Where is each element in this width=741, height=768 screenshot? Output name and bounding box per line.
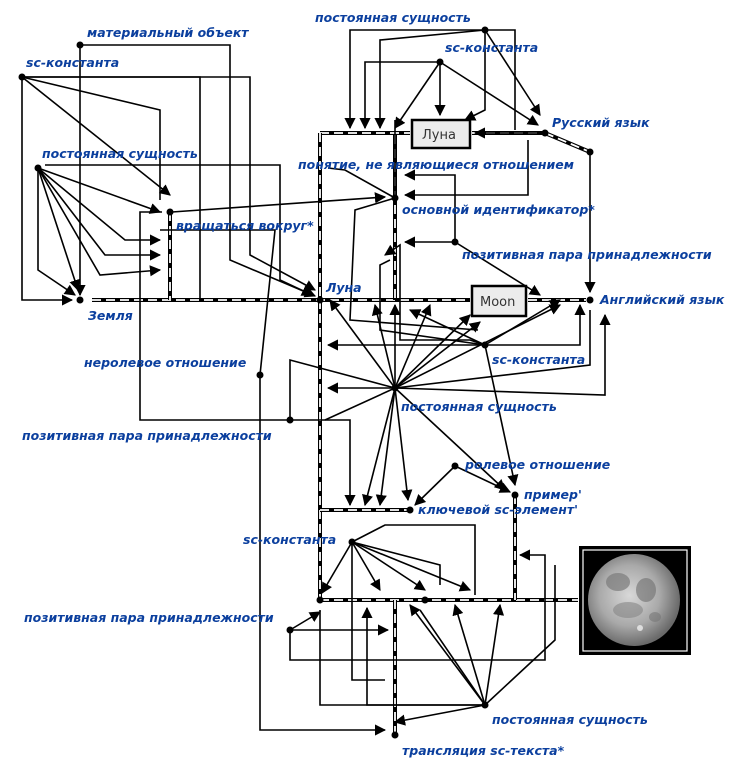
label-main-identifier: основной идентификатор* xyxy=(402,202,595,217)
label-sc-constant-bottom: sc-константа xyxy=(243,532,336,547)
label-key-sc-element: ключевой sc-элемент' xyxy=(418,502,578,517)
label-nonrole-relation: неролевое отношение xyxy=(84,355,246,370)
moon-box: Moon xyxy=(472,286,526,316)
label-const-entity-left: постоянная сущность xyxy=(42,146,198,161)
label-const-entity-mid: постоянная сущность xyxy=(401,399,557,414)
luna-box-text: Луна xyxy=(422,128,456,143)
moon-box-text: Moon xyxy=(480,295,515,310)
label-const-entity-bottom: постоянная сущность xyxy=(492,712,648,727)
label-earth: Земля xyxy=(88,308,133,323)
luna-box: Луна xyxy=(412,120,470,148)
label-sc-constant-mid: sc-константа xyxy=(492,352,585,367)
label-positive-pair-bottom: позитивная пара принадлежности xyxy=(24,610,274,625)
label-russian-language: Русский язык xyxy=(552,115,650,130)
label-material-object: материальный объект xyxy=(87,25,249,40)
full-moon-image-icon xyxy=(580,547,690,654)
label-moon-node: Луна xyxy=(325,280,362,295)
label-translation: трансляция sc-текста* xyxy=(402,743,565,758)
label-role-relation: ролевое отношение xyxy=(464,457,610,472)
label-rotate-around: вращаться вокруг* xyxy=(176,218,314,233)
label-concept-not-relation: понятие, не являющиеся отношением xyxy=(298,157,574,172)
label-const-entity-top: постоянная сущность xyxy=(315,10,471,25)
label-sc-constant-top: sc-константа xyxy=(445,40,538,55)
label-english-language: Английский язык xyxy=(599,292,725,307)
label-sc-constant-top-left: sc-константа xyxy=(26,55,119,70)
label-positive-pair-right: позитивная пара принадлежности xyxy=(462,247,712,262)
label-positive-pair-left: позитивная пара принадлежности xyxy=(22,428,272,443)
label-example: пример' xyxy=(524,487,582,502)
